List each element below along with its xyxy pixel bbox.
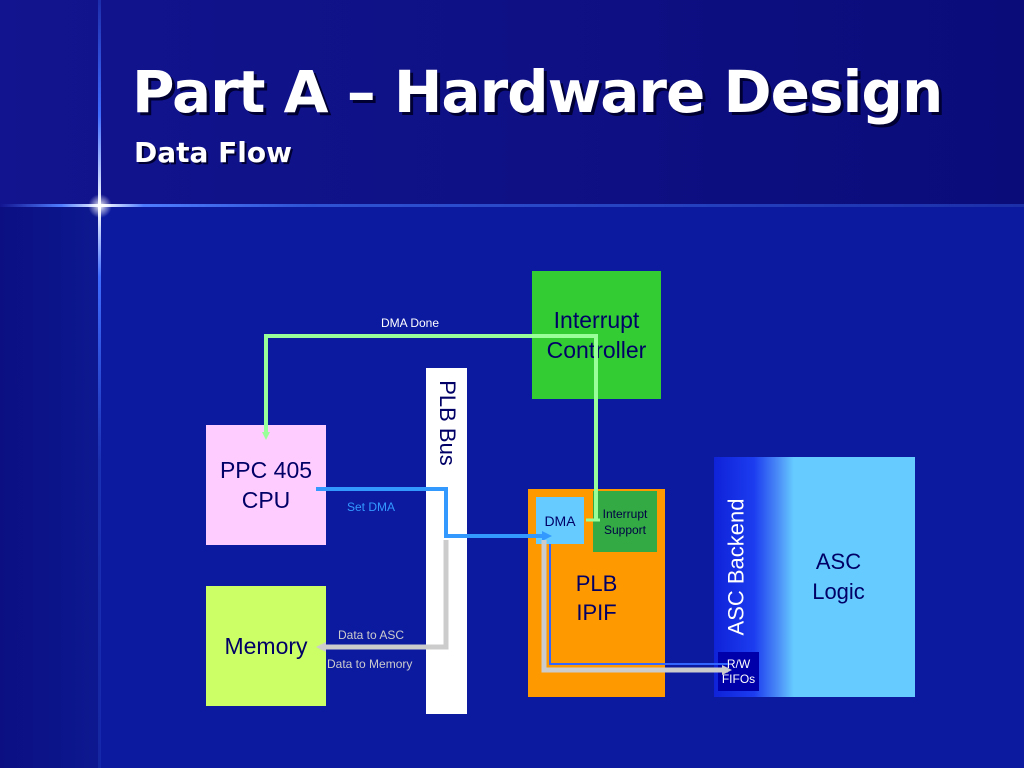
set-dma-label: Set DMA	[347, 500, 396, 514]
slide-title: Part A – Hardware Design	[132, 58, 943, 126]
data-to-asc-arrow	[541, 540, 732, 675]
data-to-memory-label: Data to Memory	[327, 657, 413, 671]
left-band	[0, 207, 100, 768]
horizontal-accent-line	[0, 204, 1024, 207]
data-to-memory-arrow	[316, 540, 449, 652]
cpu-block: PPC 405 CPU	[206, 425, 326, 545]
title-band	[0, 0, 1024, 207]
dma-ipif-blue-line	[549, 544, 728, 665]
dma-done-arrow	[262, 334, 598, 520]
interrupt-support-block: Interrupt Support	[593, 491, 657, 552]
set-dma-arrow	[316, 487, 552, 541]
vertical-accent-line	[98, 0, 101, 768]
sparkle-icon	[88, 194, 112, 218]
data-to-asc-label: Data to ASC	[338, 628, 405, 642]
memory-block: Memory	[206, 586, 326, 706]
slide-subtitle: Data Flow	[134, 136, 292, 169]
dma-done-label: DMA Done	[381, 316, 440, 330]
